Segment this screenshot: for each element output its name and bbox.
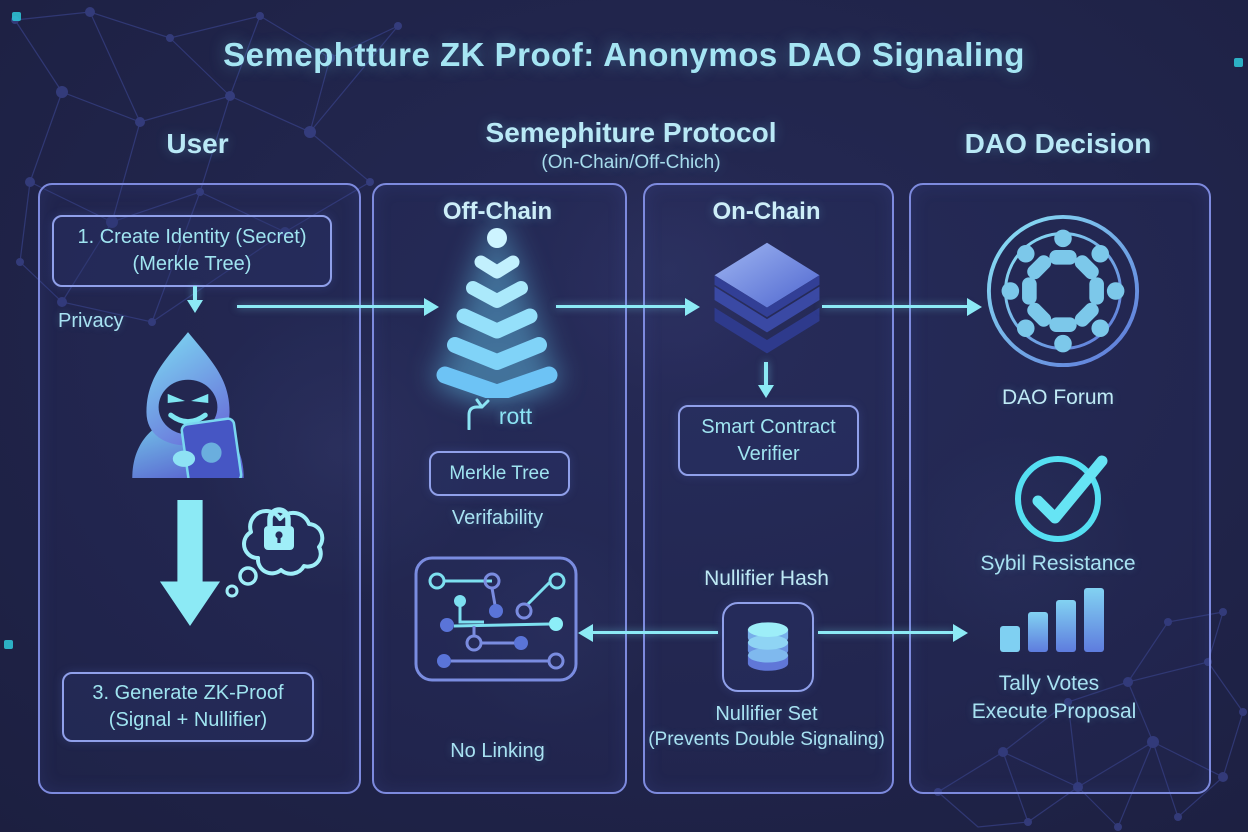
corner-accent-dot	[1234, 58, 1243, 67]
create-identity-box: 1. Create Identity (Secret) (Merkle Tree…	[52, 215, 332, 287]
verifier-line1: Smart Contract	[701, 415, 836, 438]
smart-contract-verifier-box: Smart Contract Verifier	[678, 405, 859, 476]
nullifier-note-label: (Prevents Double Signaling)	[648, 729, 885, 750]
corner-accent-dot	[4, 640, 13, 649]
down-arrow-step1	[193, 286, 197, 301]
offchain-panel	[372, 183, 627, 794]
tally-votes-label: Tally Votes	[998, 672, 1100, 695]
big-down-arrow-icon	[159, 500, 221, 627]
bar-chart-icon	[1000, 588, 1104, 652]
arrow-onchain-to-dao	[822, 305, 968, 308]
privacy-label: Privacy	[58, 310, 124, 332]
circuit-icon	[414, 556, 578, 682]
root-label: rott	[498, 403, 533, 429]
arrow-nullifier-to-tally	[818, 631, 954, 634]
no-linking-label: No Linking	[450, 740, 545, 762]
checkmark-icon	[1015, 455, 1108, 542]
dao-forum-icon	[986, 214, 1140, 368]
database-icon	[747, 622, 789, 671]
verifiability-label: Verifability	[451, 507, 544, 529]
down-arrow-verifier	[764, 362, 768, 386]
page-title: Semephtture ZK Proof: Anonymos DAO Signa…	[223, 36, 1025, 73]
corner-accent-dot	[12, 12, 21, 21]
protocol-subheader-text: (On-Chain/Off-Chich)	[541, 152, 721, 173]
blockchain-stack-icon	[714, 242, 820, 354]
arrow-offchain-to-onchain	[556, 305, 686, 308]
generate-zkproof-line1: 3. Generate ZK-Proof	[92, 682, 284, 704]
merkle-tree-box: Merkle Tree	[429, 451, 570, 496]
onchain-header: On-Chain	[712, 198, 821, 225]
generate-zkproof-box: 3. Generate ZK-Proof (Signal + Nullifier…	[62, 672, 314, 742]
sybil-resistance-label: Sybil Resistance	[980, 552, 1136, 575]
protocol-header-text: Semephiture Protocol	[485, 117, 777, 148]
thought-bubble-lock-icon	[225, 507, 325, 598]
nullifier-set-label: Nullifier Set	[715, 703, 818, 725]
execute-proposal-label: Execute Proposal	[971, 700, 1137, 723]
create-identity-line1: 1. Create Identity (Secret)	[77, 226, 307, 248]
column-header-dao: DAO Decision	[964, 128, 1152, 159]
column-header-protocol: Semephiture Protocol (On-Chain/Off-Chich…	[372, 117, 890, 174]
root-label-row: rott	[372, 398, 623, 430]
verifier-line2: Verifier	[737, 442, 800, 465]
column-header-user: User	[166, 128, 229, 159]
arrow-nullifier-to-circuit	[592, 631, 718, 634]
offchain-header: Off-Chain	[442, 198, 553, 225]
arrow-user-to-offchain	[237, 305, 425, 308]
nullifier-hash-label: Nullifier Hash	[704, 567, 829, 590]
dao-panel	[909, 183, 1211, 794]
user-panel	[38, 183, 361, 794]
merkle-tree-box-label: Merkle Tree	[449, 462, 550, 484]
dao-forum-label: DAO Forum	[1001, 386, 1114, 409]
generate-zkproof-line2: (Signal + Nullifier)	[108, 709, 268, 731]
merkle-tree-icon	[436, 228, 558, 398]
lock-icon	[264, 507, 294, 550]
root-branch-icon	[467, 398, 490, 430]
nullifier-db-box	[722, 602, 814, 692]
create-identity-line2: (Merkle Tree)	[132, 253, 252, 275]
hooded-user-icon	[132, 332, 244, 478]
